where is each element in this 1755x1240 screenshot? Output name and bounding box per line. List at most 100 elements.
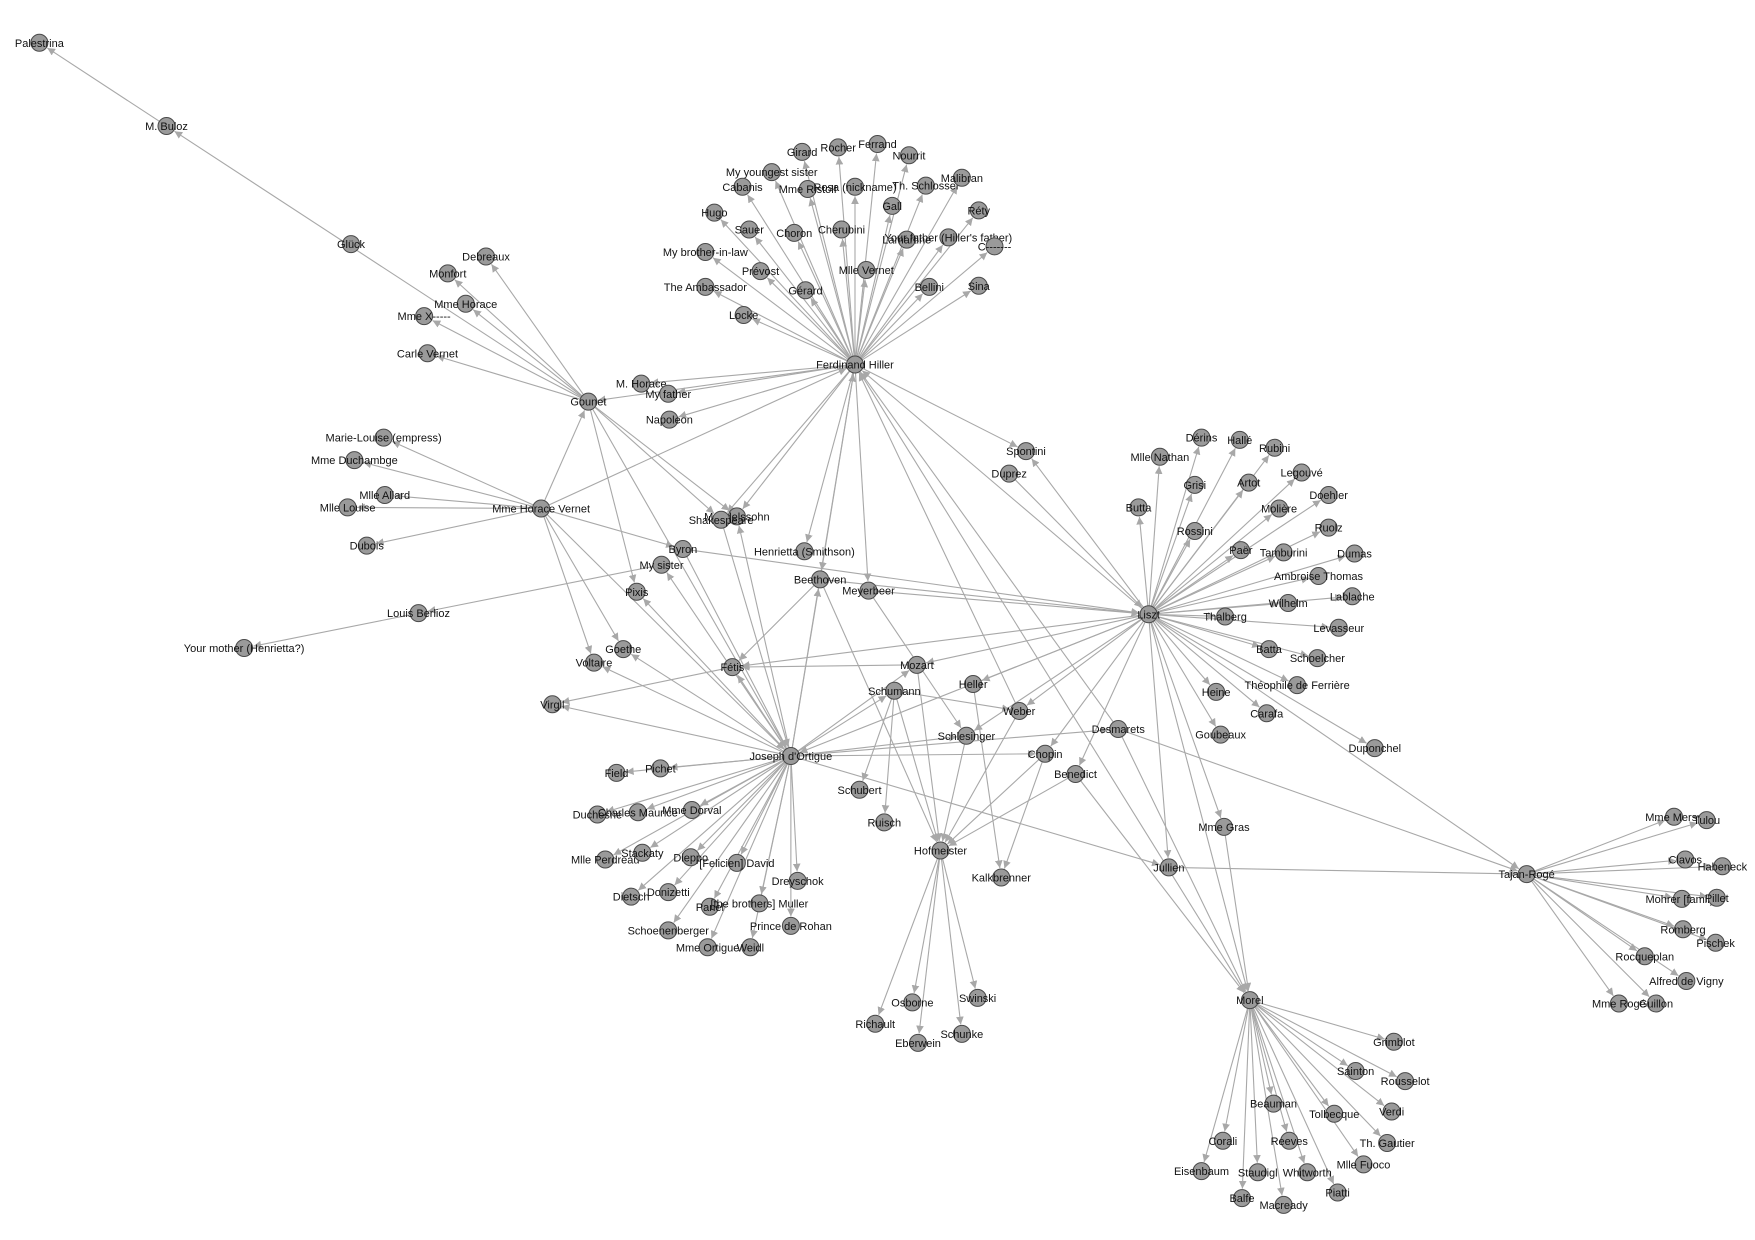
node-label: Mme Ortigue bbox=[676, 942, 740, 954]
node-label: Shakespeare bbox=[689, 515, 754, 527]
node-label: Mlle Fuoco bbox=[1337, 1159, 1391, 1171]
node-marker bbox=[1213, 1131, 1232, 1150]
edge-liszt-to-ferdinand-hiller bbox=[861, 370, 1143, 610]
node-marker bbox=[579, 392, 598, 411]
node-heine: Heine bbox=[1202, 682, 1231, 701]
node-label: Legouvé bbox=[1281, 468, 1323, 480]
edge-hofmeister-to-osborne bbox=[911, 858, 940, 994]
edge-joseph-d-ortigue-to-chopin bbox=[799, 750, 1036, 758]
node-marker bbox=[740, 220, 759, 239]
node-liszt: Liszt bbox=[1137, 605, 1160, 624]
node-schoenenberger: Schoenenberger bbox=[628, 921, 709, 940]
node-stackaty: Stackaty bbox=[621, 843, 664, 862]
node-dietsch: Dietsch bbox=[613, 887, 649, 906]
edge-tajan-rog-to-tulou bbox=[1534, 821, 1698, 873]
node-marker bbox=[659, 883, 678, 902]
edge-gounet-to-joseph-d-ortigue bbox=[592, 408, 787, 749]
node-label: M. Horace bbox=[616, 379, 667, 391]
edge-liszt-to-legouv bbox=[1154, 478, 1296, 609]
node-marker bbox=[875, 813, 894, 832]
node-benedict: Benedict bbox=[1054, 765, 1097, 783]
edge-joseph-d-ortigue-to-goethe bbox=[630, 653, 785, 752]
node-chopin: Chopin bbox=[1028, 744, 1063, 763]
node-ferrand: Ferrand bbox=[858, 135, 897, 153]
node-label: Tamburini bbox=[1260, 547, 1308, 559]
node-thalberg: Thalberg bbox=[1203, 607, 1247, 626]
edge-joseph-d-ortigue-to-voltaire bbox=[602, 666, 784, 753]
node-the-brothers-muller: [the brothers] Muller bbox=[710, 894, 809, 913]
node-pischek: Pischek bbox=[1696, 933, 1735, 952]
node-label: M. Buloz bbox=[145, 121, 188, 133]
node-label: Palestrina bbox=[15, 38, 65, 50]
node-label: Malibran bbox=[941, 173, 983, 185]
node-lablache: Lablache bbox=[1330, 587, 1375, 606]
node-marker bbox=[673, 540, 692, 558]
node-staudigl: Staudigl bbox=[1238, 1163, 1278, 1182]
node-label: Ruisch bbox=[867, 817, 901, 829]
node-mme-dorval: Mme Dorval bbox=[662, 801, 722, 819]
node-label: Heine bbox=[1202, 687, 1231, 699]
edge-ferdinand-hiller-to-hugo bbox=[720, 219, 850, 359]
node-rossini: Rossini bbox=[1177, 522, 1213, 540]
edge-joseph-d-ortigue-to-schumann bbox=[797, 695, 887, 752]
edge-liszt-to-lablache bbox=[1157, 593, 1343, 615]
node-marker bbox=[1345, 544, 1364, 563]
node-label: Your father (Hiller's father) bbox=[885, 232, 1013, 244]
node-marker bbox=[607, 763, 626, 782]
node-label: Duponchel bbox=[1348, 743, 1401, 755]
node-label: Réty bbox=[967, 205, 990, 217]
node-rosa-nickname: Rosa (nickname) bbox=[813, 177, 897, 196]
edge-gounet-to-mendelssohn bbox=[594, 406, 730, 512]
node-label: Ambroise Thomas bbox=[1274, 571, 1364, 583]
node-marker bbox=[811, 570, 830, 589]
node-label: Schumann bbox=[868, 686, 921, 698]
node-label: My sister bbox=[640, 560, 684, 572]
node-label: Guillon bbox=[1639, 999, 1673, 1011]
node-marker bbox=[785, 223, 804, 242]
node-label: Hofmeister bbox=[914, 846, 968, 858]
node-label: Gérard bbox=[788, 285, 822, 297]
node-marker bbox=[750, 894, 769, 913]
edge-liszt-to-tajan-rog bbox=[1155, 618, 1520, 870]
node-label: Mme Duchambge bbox=[311, 455, 398, 467]
node-label: Ferdinand Hiller bbox=[816, 360, 894, 372]
edge-gounet-to-m-buloz bbox=[174, 130, 582, 398]
edge-m-buloz-to-palestrina bbox=[47, 47, 160, 122]
node-marker bbox=[907, 655, 926, 674]
node-label: Artot bbox=[1237, 478, 1260, 490]
node-my-brother-in-law: My brother-in-law bbox=[663, 243, 748, 261]
node-rousselot: Rousselot bbox=[1381, 1072, 1430, 1091]
node-label: Choron bbox=[776, 228, 812, 240]
node-marker bbox=[338, 498, 357, 517]
node-th-schlosser: Th. Schlosser bbox=[892, 176, 960, 195]
edge-mme-horace-vernet-to-voltaire bbox=[543, 516, 593, 654]
node-osborne: Osborne bbox=[891, 993, 933, 1012]
edge-joseph-d-ortigue-to-mme-ortigue bbox=[710, 763, 788, 939]
edge-gounet-to-shakespeare bbox=[594, 406, 715, 514]
edge-mme-gras-to-morel bbox=[1224, 835, 1252, 991]
edge-joseph-d-ortigue-to-jullien bbox=[798, 757, 1160, 867]
node-marker bbox=[1274, 543, 1293, 562]
node-label: Alfred de Vigny bbox=[1649, 976, 1724, 988]
node-marker bbox=[795, 542, 814, 561]
edge-joseph-d-ortigue-to-schlesinger bbox=[799, 733, 958, 756]
node-marker bbox=[477, 247, 495, 266]
edge-benedict-to-hofmeister bbox=[948, 777, 1069, 847]
node-whitworth: Whitworth bbox=[1283, 1163, 1332, 1182]
node-d-rins: Dérins bbox=[1186, 428, 1218, 447]
edge-liszt-to-dumas bbox=[1156, 554, 1346, 613]
node-balfe: Balfe bbox=[1229, 1189, 1255, 1208]
node-marker bbox=[1707, 888, 1726, 907]
node-panel: Panel bbox=[696, 897, 724, 916]
node-label: The Ambassador bbox=[664, 282, 747, 294]
node-marker bbox=[969, 201, 988, 220]
node-mme-duchambge: Mme Duchambge bbox=[311, 451, 398, 470]
node-mohrer-family: Mohrer [family] bbox=[1646, 889, 1718, 908]
node-label: Weidl bbox=[737, 942, 764, 954]
node-hofmeister: Hofmeister bbox=[914, 841, 968, 860]
node-marker bbox=[1109, 720, 1128, 738]
node-grimblot: Grimblot bbox=[1373, 1032, 1415, 1051]
node-marker bbox=[1647, 994, 1665, 1013]
node-marker bbox=[1354, 1155, 1373, 1174]
